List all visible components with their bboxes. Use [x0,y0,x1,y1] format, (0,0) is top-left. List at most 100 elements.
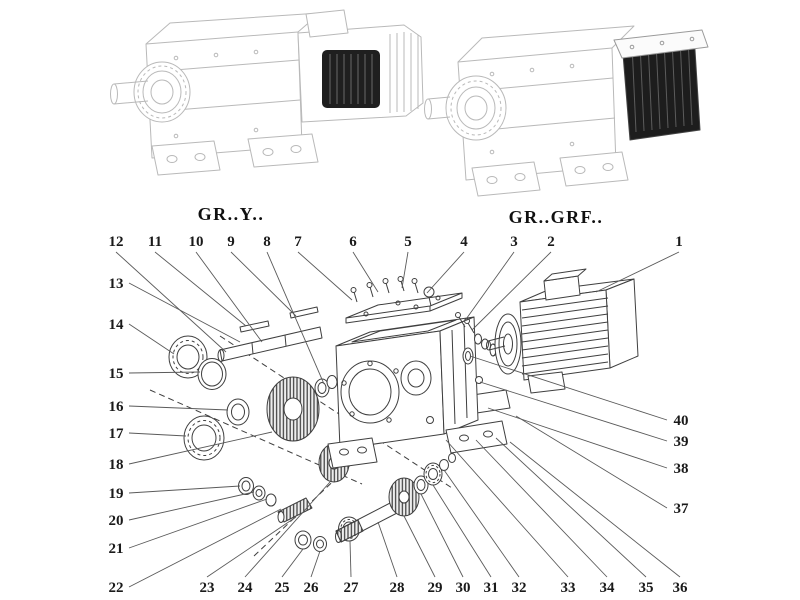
foot-hole [262,148,274,156]
cover-bolt-hole [363,311,369,317]
part-number-35: 35 [639,580,654,596]
leader-line-28 [377,521,398,578]
leader-line-11 [154,251,247,327]
ring-19-inner [241,480,251,492]
part-number-14: 14 [109,317,125,333]
shaft-key [239,320,270,333]
part-number-9: 9 [227,234,235,250]
bearing-14 [168,335,208,379]
motor-fin [521,345,609,359]
part-number-33: 33 [561,580,576,596]
motor-shaft-stub [487,336,506,351]
ring-19 [238,477,254,495]
motor-fin [521,305,609,319]
bolt-dot [173,133,179,139]
leader-line-34 [475,439,608,578]
leader-line-8 [266,251,325,385]
part-number-1: 1 [675,234,683,250]
leader-line-40 [469,355,668,421]
part-number-24: 24 [238,580,254,596]
part-number-26: 26 [304,580,320,596]
leader-line-2 [471,251,552,331]
motor-fin [521,297,609,311]
part-number-20: 20 [109,513,124,529]
drain-plug [426,416,434,424]
eye-bolt [423,286,435,307]
ring-30-inner [416,479,426,491]
mounting-foot [247,133,319,168]
leader-line-17 [128,432,187,437]
bolt-dot [569,141,575,147]
mounting-foot [151,140,221,176]
part-number-28: 28 [390,580,405,596]
housing-side-face [439,316,479,435]
part-number-27: 27 [344,580,360,596]
ring-20 [252,485,266,501]
top-cover [345,292,463,324]
leader-line-13 [128,282,241,343]
side-rib [463,323,468,419]
bolt-dot [213,52,219,58]
part-number-13: 13 [109,276,124,292]
mounting-foot [471,161,541,197]
washer-26 [313,536,327,552]
coupling-sleeve [462,347,474,365]
leader-line-24 [244,481,331,578]
part-number-15: 15 [109,366,124,382]
housing-top-opening [351,319,457,343]
part-number-22: 22 [109,580,124,596]
foot-hole [483,430,493,438]
motor-fin [521,337,609,351]
leader-line-16 [128,405,229,411]
foot-hole [514,173,526,181]
output-shaft [217,326,323,362]
part-number-11: 11 [148,234,162,250]
foot-hole [486,176,498,184]
gearbox-top-face [457,25,635,63]
oil-seal-15 [197,358,227,390]
spacer-16 [226,398,250,426]
part-number-32: 32 [512,580,527,596]
leader-line-12 [115,251,227,353]
bolt-dot [173,55,179,61]
part-number-37: 37 [674,501,690,517]
foot-hole [194,153,206,161]
motor-fin [521,361,609,375]
leader-line-9 [230,251,297,317]
motor-fin [521,313,609,327]
part-number-19: 19 [109,486,124,502]
bore-bolt-hole [341,380,347,386]
assembled-drawing-gr-grf [424,25,709,197]
gear-29 [388,477,420,517]
foot-hole [459,434,469,442]
motor-fin [521,321,609,335]
leader-line-4 [426,251,465,294]
part-number-17: 17 [109,426,125,442]
part-number-38: 38 [674,461,689,477]
leader-line-21 [128,498,268,549]
bolt-dot [253,127,259,133]
washer-25 [294,530,312,550]
leader-line-23 [206,516,297,578]
motor-flange-inner [498,321,518,367]
front-foot [327,437,378,469]
flange-adapter-dark-block [613,29,709,141]
leader-line-37 [515,415,668,509]
leader-line-14 [128,323,175,355]
input-shaft-boss [424,75,507,141]
secondary-cavity [400,360,432,396]
part-number-4: 4 [460,234,468,250]
cover-bolt-hole [435,295,441,301]
part-number-3: 3 [510,234,518,250]
leader-line-31 [432,484,492,578]
foot-hole [166,155,178,163]
leader-line-25 [281,548,304,578]
leader-line-39 [479,381,668,442]
cover-bolts [350,276,435,307]
leader-line-10 [195,251,263,343]
cover-bolt-hole [395,300,401,306]
foot-hole [602,163,614,171]
leader-line-3 [463,251,515,323]
part-number-6: 6 [349,234,357,250]
bolt-dot [569,63,575,69]
